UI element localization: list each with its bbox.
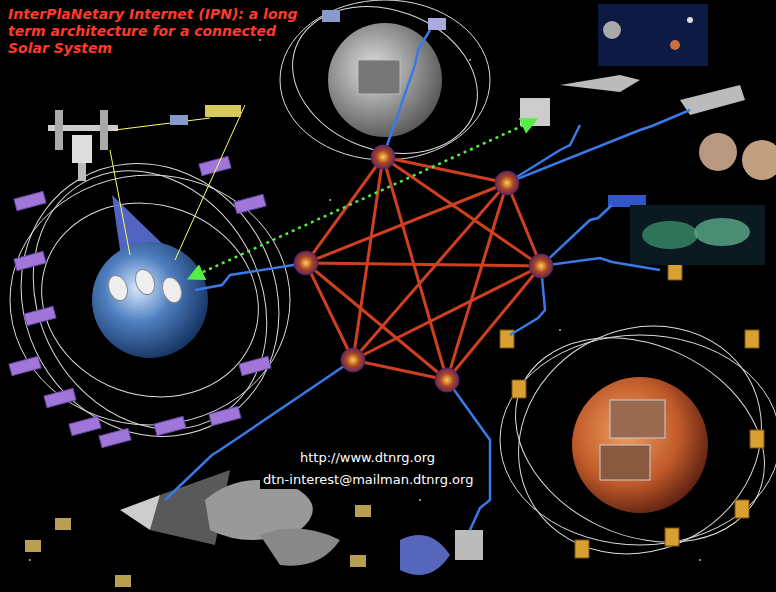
url-label: http://www.dtnrg.org (297, 449, 438, 467)
diagram-title: InterPlaNetary Internet (IPN): a long te… (8, 6, 298, 57)
url-label: dtn-interest@mailman.dtnrg.org (260, 471, 476, 489)
